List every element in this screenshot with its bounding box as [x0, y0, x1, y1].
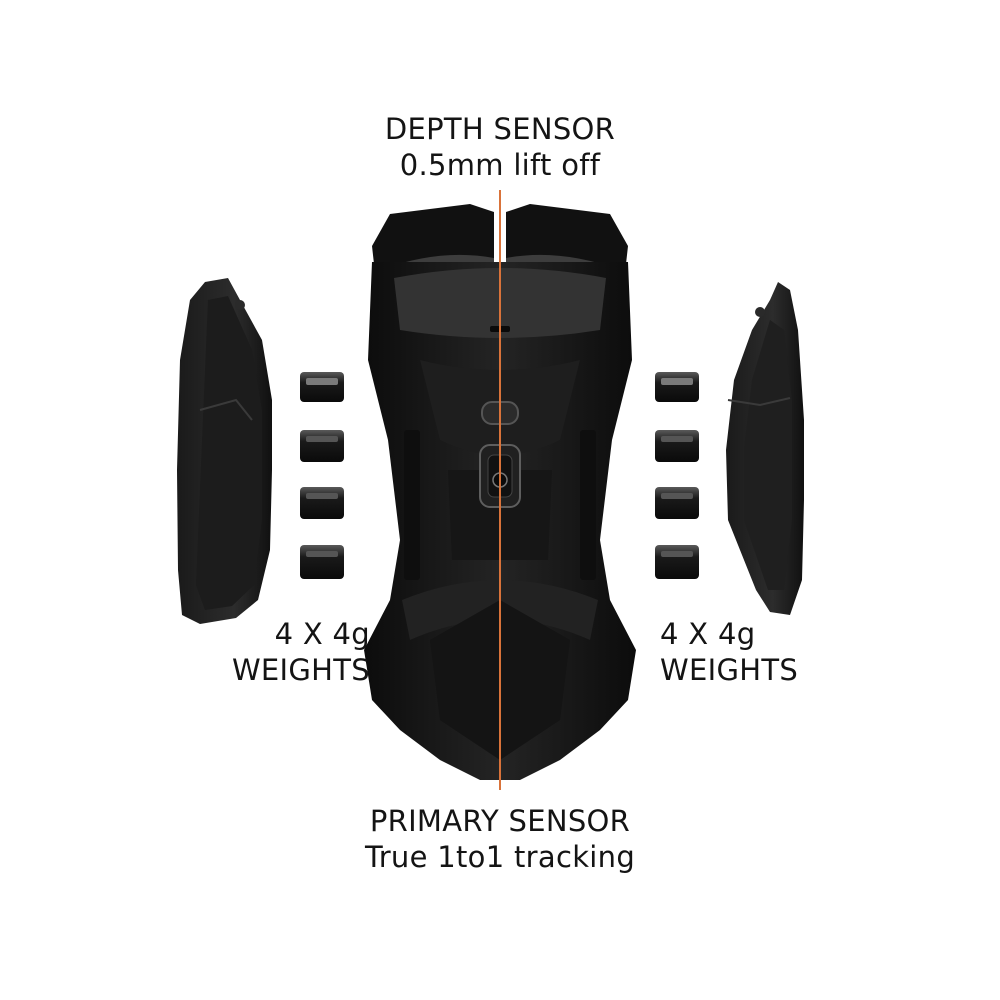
- right-weights-count: 4 X 4g: [660, 617, 756, 651]
- primary-sensor-detail: True 1to1 tracking: [364, 840, 636, 874]
- weight-2-right: [655, 430, 699, 462]
- left-side-panel: [177, 278, 272, 624]
- weight-4-left: [300, 545, 344, 579]
- depth-sensor-caption: DEPTH SENSOR 0.5mm lift off: [300, 111, 700, 183]
- left-weights: [300, 372, 344, 579]
- left-weights-caption: 4 X 4g WEIGHTS: [150, 616, 370, 688]
- weight-3-right: [655, 487, 699, 519]
- right-weights-label: WEIGHTS: [660, 653, 799, 687]
- left-weights-count: 4 X 4g: [274, 617, 370, 651]
- left-weights-label: WEIGHTS: [231, 653, 370, 687]
- depth-sensor-detail: 0.5mm lift off: [399, 148, 601, 182]
- primary-sensor-title: PRIMARY SENSOR: [369, 804, 631, 838]
- weight-1-right: [655, 372, 699, 402]
- weight-1-left: [300, 372, 344, 402]
- weight-2-left: [300, 430, 344, 462]
- right-weights-caption: 4 X 4g WEIGHTS: [660, 616, 880, 688]
- weight-3-left: [300, 487, 344, 519]
- right-side-panel: [726, 282, 804, 615]
- right-weights: [655, 372, 699, 579]
- depth-sensor-title: DEPTH SENSOR: [384, 112, 616, 146]
- weight-4-right: [655, 545, 699, 579]
- primary-sensor-caption: PRIMARY SENSOR True 1to1 tracking: [280, 803, 720, 875]
